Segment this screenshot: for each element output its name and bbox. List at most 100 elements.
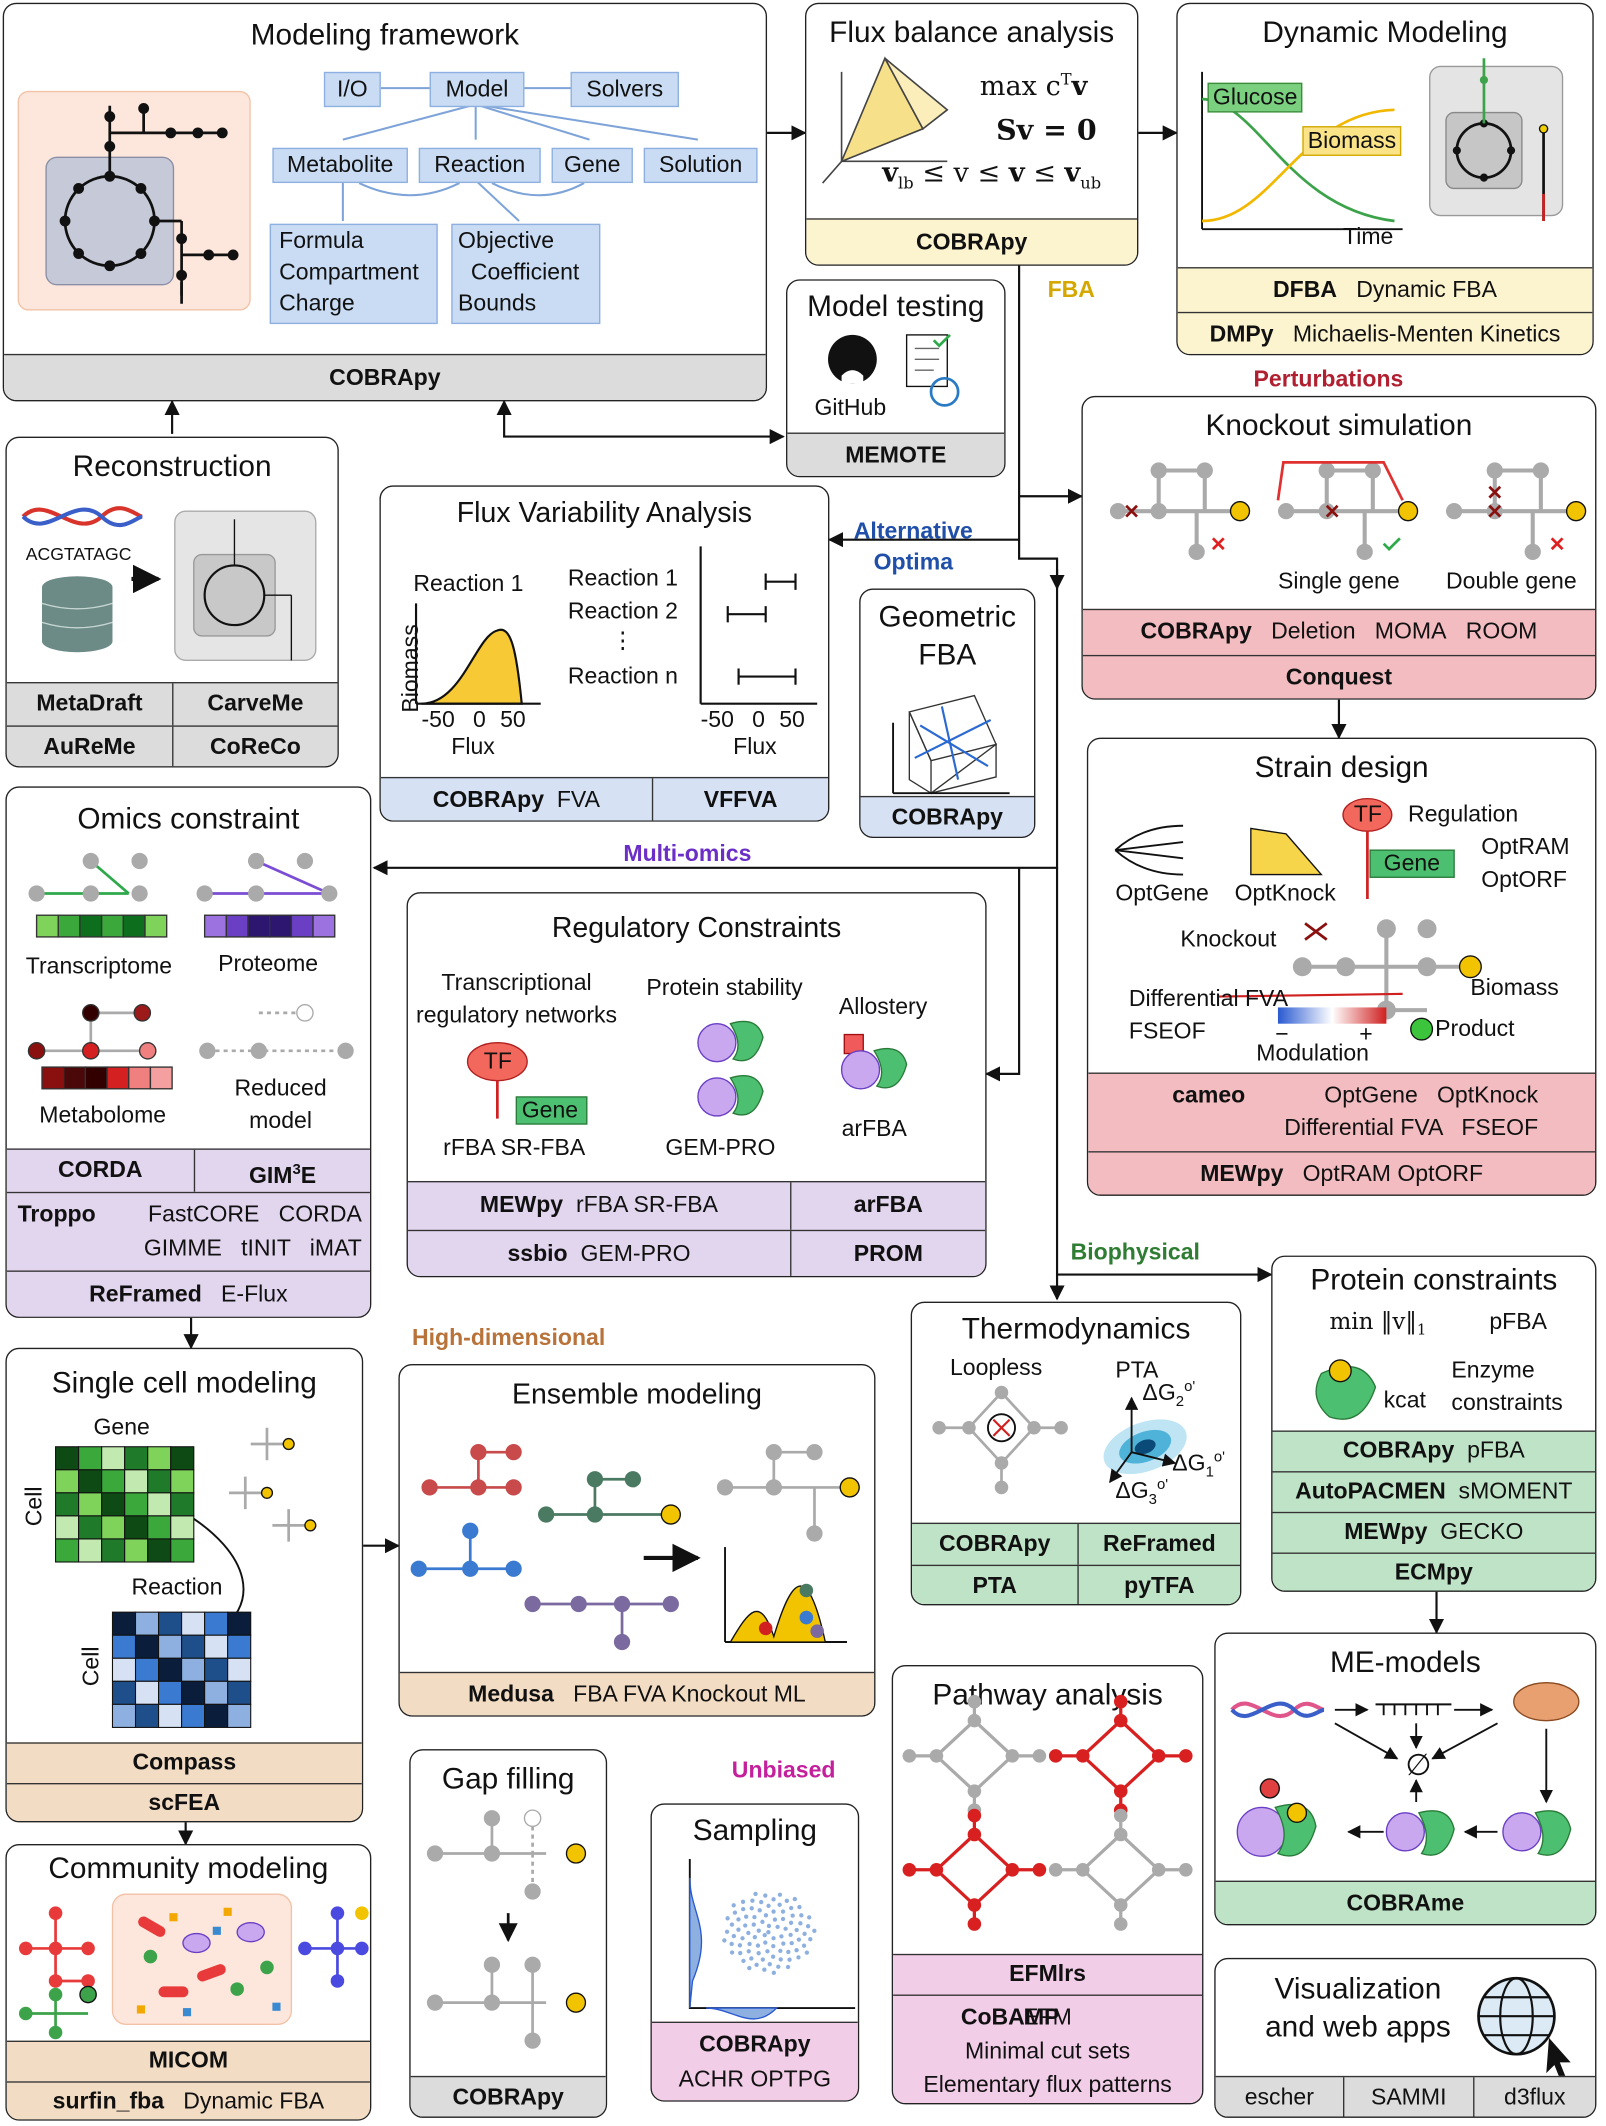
community-panel: Community modeling MICOM surfin_fba Dyna… bbox=[5, 1844, 372, 2121]
me-models-tool: COBRAme bbox=[1215, 1880, 1596, 1925]
sample-point bbox=[763, 1913, 769, 1918]
sample-point bbox=[775, 1924, 780, 1930]
sample-point bbox=[788, 1932, 793, 1938]
biomass-node bbox=[260, 1486, 274, 1499]
model-testing-panel: Model testing GitHub MEMOTE bbox=[786, 279, 1006, 478]
pathway-node bbox=[1048, 1863, 1063, 1877]
pathway-node bbox=[1032, 1863, 1047, 1877]
sample-point bbox=[731, 1933, 737, 1939]
pathway-node bbox=[902, 1749, 917, 1763]
sample-point bbox=[763, 1893, 768, 1898]
sample-point bbox=[754, 1962, 759, 1968]
omics-panel: Omics constraint Transcriptome Proteome … bbox=[5, 786, 372, 1318]
gap-filling-panel: Gap filling COBRApy bbox=[409, 1749, 608, 2118]
reaction-cell bbox=[134, 1657, 160, 1682]
regulatory-panel: Regulatory Constraints Transcriptional r… bbox=[406, 892, 987, 1278]
gene-cell bbox=[147, 1515, 172, 1540]
regulatory-tf: TF bbox=[483, 1048, 512, 1074]
geometric-fba-panel: Geometric FBA COBRApy bbox=[859, 588, 1036, 838]
flux-cone-icon bbox=[821, 56, 949, 184]
min-norm-label: min ‖v‖1 bbox=[1329, 1308, 1427, 1339]
tool-sammi[interactable]: SAMMI bbox=[1343, 2077, 1473, 2117]
regulatory-icons bbox=[466, 1020, 908, 1125]
sample-point bbox=[747, 1965, 752, 1971]
reaction-cell bbox=[227, 1680, 252, 1705]
pathway-node bbox=[1113, 1784, 1128, 1798]
pathway-panel: Pathway analysis EFMlrs CoBAMP EFM Minim… bbox=[891, 1665, 1204, 2105]
fva-xlabel-right: Flux bbox=[733, 733, 777, 760]
proteome-label: Proteome bbox=[218, 950, 319, 977]
knockout-title: Knockout simulation bbox=[1205, 408, 1473, 443]
reaction-cell bbox=[158, 1680, 183, 1705]
network-node bbox=[1532, 462, 1549, 479]
community-tool-2: surfin_fba Dynamic FBA bbox=[6, 2081, 370, 2120]
time-label: Time bbox=[1343, 223, 1394, 250]
sample-point bbox=[796, 1937, 802, 1942]
fba-bounds-equation: vlb ≤ v ≤ v ≤ vub bbox=[882, 155, 1102, 193]
pathway-node bbox=[1005, 1749, 1020, 1763]
github-icon bbox=[828, 333, 960, 407]
sample-point bbox=[765, 1949, 770, 1954]
category-fba: FBA bbox=[1047, 276, 1095, 303]
enzyme-icon bbox=[1315, 1359, 1377, 1420]
tool-escher[interactable]: escher bbox=[1244, 2084, 1314, 2110]
sample-point bbox=[794, 1927, 799, 1933]
sample-point bbox=[792, 1896, 797, 1902]
gene-cell bbox=[101, 1492, 126, 1517]
gene-cell bbox=[147, 1492, 172, 1517]
biomass-label: Biomass bbox=[1302, 126, 1402, 156]
category-biophysical: Biophysical bbox=[1070, 1239, 1200, 1266]
reaction-cell bbox=[204, 1680, 229, 1705]
sd-biomass: Biomass bbox=[1470, 974, 1559, 1001]
reaction-cell bbox=[134, 1703, 160, 1728]
pathway-node bbox=[1113, 1713, 1128, 1728]
sample-point bbox=[762, 1967, 767, 1972]
thermo-tools-row2: PTA pyTFA bbox=[912, 1564, 1241, 1605]
fva-tick-right-1: -50 bbox=[700, 706, 734, 733]
double-gene-label: Double gene bbox=[1445, 568, 1577, 594]
transcriptome-label: Transcriptome bbox=[25, 953, 173, 979]
fva-reaction-1: Reaction 1 bbox=[567, 565, 678, 592]
me-models-panel: ME-models ∅ COBRAme bbox=[1214, 1632, 1597, 1926]
sample-point bbox=[760, 1957, 766, 1962]
single-gene-label: Single gene bbox=[1277, 568, 1400, 594]
fva-reaction-n: Reaction n bbox=[567, 663, 678, 689]
thermo-tools-row1: COBRApy ReFramed bbox=[912, 1522, 1241, 1565]
trn-label: Transcriptional regulatory networks bbox=[416, 969, 618, 1028]
dynamic-curves bbox=[1201, 58, 1564, 231]
fba-steady-state-equation: Sv = 0 bbox=[996, 112, 1097, 147]
github-label: GitHub bbox=[814, 394, 887, 421]
category-alternative-optima: Alternative Optima bbox=[853, 517, 973, 575]
sample-point bbox=[756, 1951, 761, 1956]
regulatory-gene: Gene bbox=[521, 1096, 579, 1123]
sample-point bbox=[790, 1913, 795, 1918]
sample-point bbox=[784, 1898, 789, 1904]
gene-cell bbox=[170, 1446, 195, 1471]
sample-point bbox=[751, 1922, 756, 1927]
protein-stability-label: Protein stability bbox=[646, 974, 803, 1001]
dna-sequence: ACGTATAGC bbox=[25, 543, 132, 565]
allostery-label: Allostery bbox=[838, 993, 928, 1020]
pathway-node bbox=[1179, 1749, 1193, 1763]
reaction-cell bbox=[158, 1611, 183, 1636]
pathway-node bbox=[1151, 1749, 1166, 1763]
node-io: I/O bbox=[323, 71, 381, 108]
ko-network bbox=[1454, 468, 1577, 552]
pathway-node bbox=[1113, 1694, 1128, 1709]
biomass-node bbox=[1565, 501, 1587, 522]
reaction-cell bbox=[111, 1657, 137, 1682]
reaction-cell bbox=[181, 1611, 206, 1636]
single-cell-heatmaps bbox=[55, 1427, 317, 1728]
tool-d3flux[interactable]: d3flux bbox=[1473, 2077, 1595, 2117]
ensemble-title: Ensemble modeling bbox=[511, 1378, 762, 1411]
fva-reaction-2: Reaction 2 bbox=[567, 597, 678, 624]
sd-optknock: OptKnock bbox=[1234, 879, 1336, 906]
gene-cell bbox=[124, 1515, 149, 1540]
sampling-title: Sampling bbox=[692, 1812, 817, 1847]
metabolic-network-icon bbox=[17, 90, 251, 311]
regulatory-title: Regulatory Constraints bbox=[551, 912, 842, 944]
sd-optorf: OptORF bbox=[1481, 866, 1568, 893]
strain-design-diagram bbox=[1114, 797, 1482, 1041]
sample-point bbox=[738, 1950, 743, 1956]
